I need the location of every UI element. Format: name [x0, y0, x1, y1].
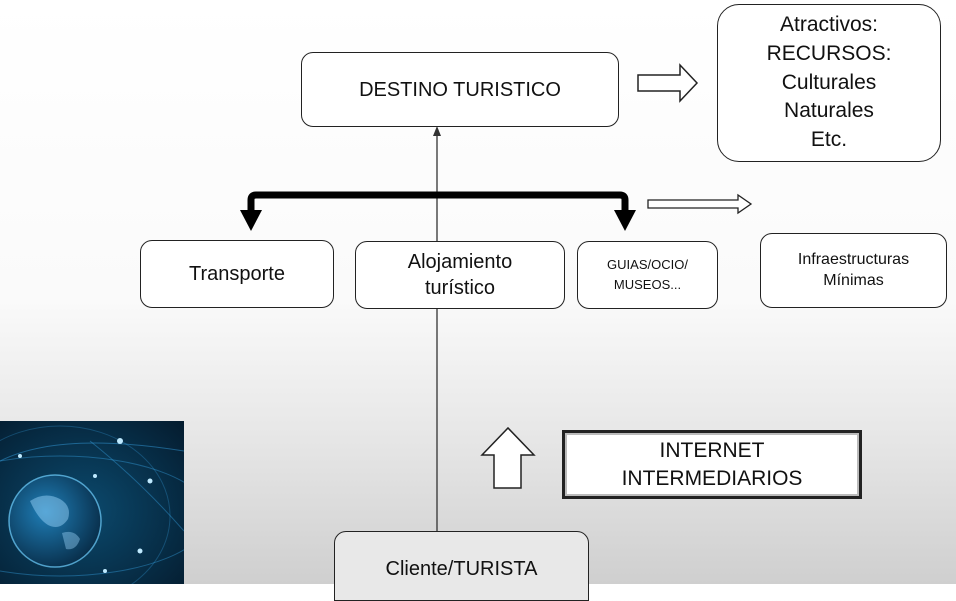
node-label: Atractivos: [779, 12, 879, 36]
node-label: INTERNET [659, 439, 765, 463]
node-label: RECURSOS: [766, 41, 892, 65]
node-atractivos: Atractivos: RECURSOS: Culturales Natural… [717, 4, 941, 162]
node-destino-turistico: DESTINO TURISTICO [301, 52, 619, 127]
node-label: Mínimas [823, 271, 884, 289]
node-transporte: Transporte [140, 240, 334, 308]
hollow-arrow-up [480, 426, 536, 489]
node-label: DESTINO TURISTICO [359, 78, 561, 101]
node-guias-ocio-museos: GUIAS/OCIO/ MUSEOS... [577, 241, 718, 309]
node-label: Etc. [810, 128, 848, 152]
node-label: turístico [424, 277, 496, 299]
node-label: Cliente/TURISTA [385, 558, 538, 580]
world-network-globe-icon [0, 421, 184, 584]
node-cliente-turista: Cliente/TURISTA [334, 531, 589, 601]
bold-arrowhead-right [614, 210, 636, 231]
node-label: MUSEOS... [613, 277, 682, 292]
node-label: Infraestructuras [797, 250, 910, 268]
node-label: Culturales [781, 70, 877, 94]
hollow-arrow-right-atractivos [637, 63, 699, 103]
node-alojamiento: Alojamiento turístico [355, 241, 565, 309]
bold-bracket-arrow [247, 191, 629, 212]
node-label: INTERMEDIARIOS [621, 466, 803, 490]
arrowhead-up-destino [433, 126, 441, 136]
node-internet-intermediarios: INTERNET INTERMEDIARIOS [562, 430, 862, 499]
node-infraestructuras: Infraestructuras Mínimas [760, 233, 947, 308]
node-label: Alojamiento [407, 251, 513, 273]
connector-layer [240, 63, 753, 531]
node-label: Transporte [189, 263, 285, 285]
node-label: GUIAS/OCIO/ [607, 256, 688, 272]
bold-arrowhead-left [240, 210, 262, 231]
hollow-arrow-right-infraestructuras [647, 193, 753, 215]
node-label: Naturales [784, 99, 874, 123]
